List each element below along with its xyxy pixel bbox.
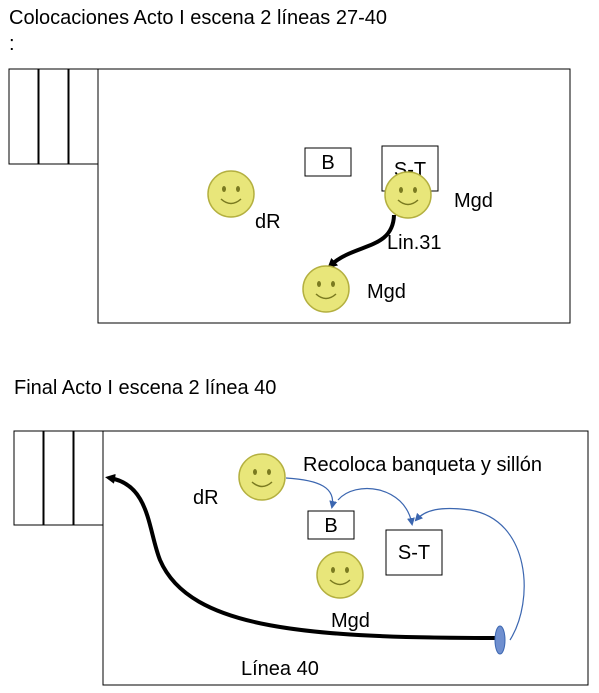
wing-panels xyxy=(13,430,104,526)
smiley-mgd-end xyxy=(302,265,350,313)
label-linea40: Línea 40 xyxy=(241,658,319,680)
box-b-label: B xyxy=(321,152,334,174)
diagram1: B S-T dR Mgd Lin.31 Mgd xyxy=(8,68,571,324)
wing-panel xyxy=(38,68,69,165)
wing-panel xyxy=(43,430,74,526)
smiley-mgd-start xyxy=(384,171,432,219)
diagram1-title-colon: : xyxy=(9,33,15,55)
wing-panel xyxy=(8,68,39,165)
stage-outline xyxy=(97,68,571,324)
label-lin31: Lin.31 xyxy=(387,232,442,254)
smiley-mgd xyxy=(316,551,364,599)
move-curve-to-b xyxy=(285,477,338,509)
wing-panel xyxy=(73,430,104,526)
label-mgd-top: Mgd xyxy=(454,190,493,212)
diagram2: dR Recoloca banqueta y sillón B S-T Mgd … xyxy=(13,430,589,686)
exit-arrow-linea40 xyxy=(105,473,501,640)
box-st-label: S-T xyxy=(398,542,430,564)
position-marker xyxy=(494,625,506,655)
label-dr: dR xyxy=(255,211,281,233)
wing-panels xyxy=(8,68,99,165)
box-b-label: B xyxy=(324,515,337,537)
move-curve-b-to-st xyxy=(337,487,415,526)
wing-panel xyxy=(68,68,99,165)
label-dr: dR xyxy=(193,487,219,509)
move-arrow-lin31 xyxy=(327,214,396,269)
box-b xyxy=(307,510,355,540)
diagram2-title: Final Acto I escena 2 línea 40 xyxy=(14,377,277,399)
stage-outline xyxy=(102,430,589,686)
label-mgd: Mgd xyxy=(331,610,370,632)
wing-panel xyxy=(13,430,44,526)
smiley-dr xyxy=(207,170,255,218)
label-mgd-bottom: Mgd xyxy=(367,281,406,303)
diagram1-title: Colocaciones Acto I escena 2 líneas 27-4… xyxy=(9,7,388,29)
smiley-dr xyxy=(238,453,286,501)
move-curve-marker-to-st xyxy=(414,507,525,641)
box-b xyxy=(304,147,352,177)
note-recoloca: Recoloca banqueta y sillón xyxy=(303,454,542,476)
box-st xyxy=(385,529,443,576)
